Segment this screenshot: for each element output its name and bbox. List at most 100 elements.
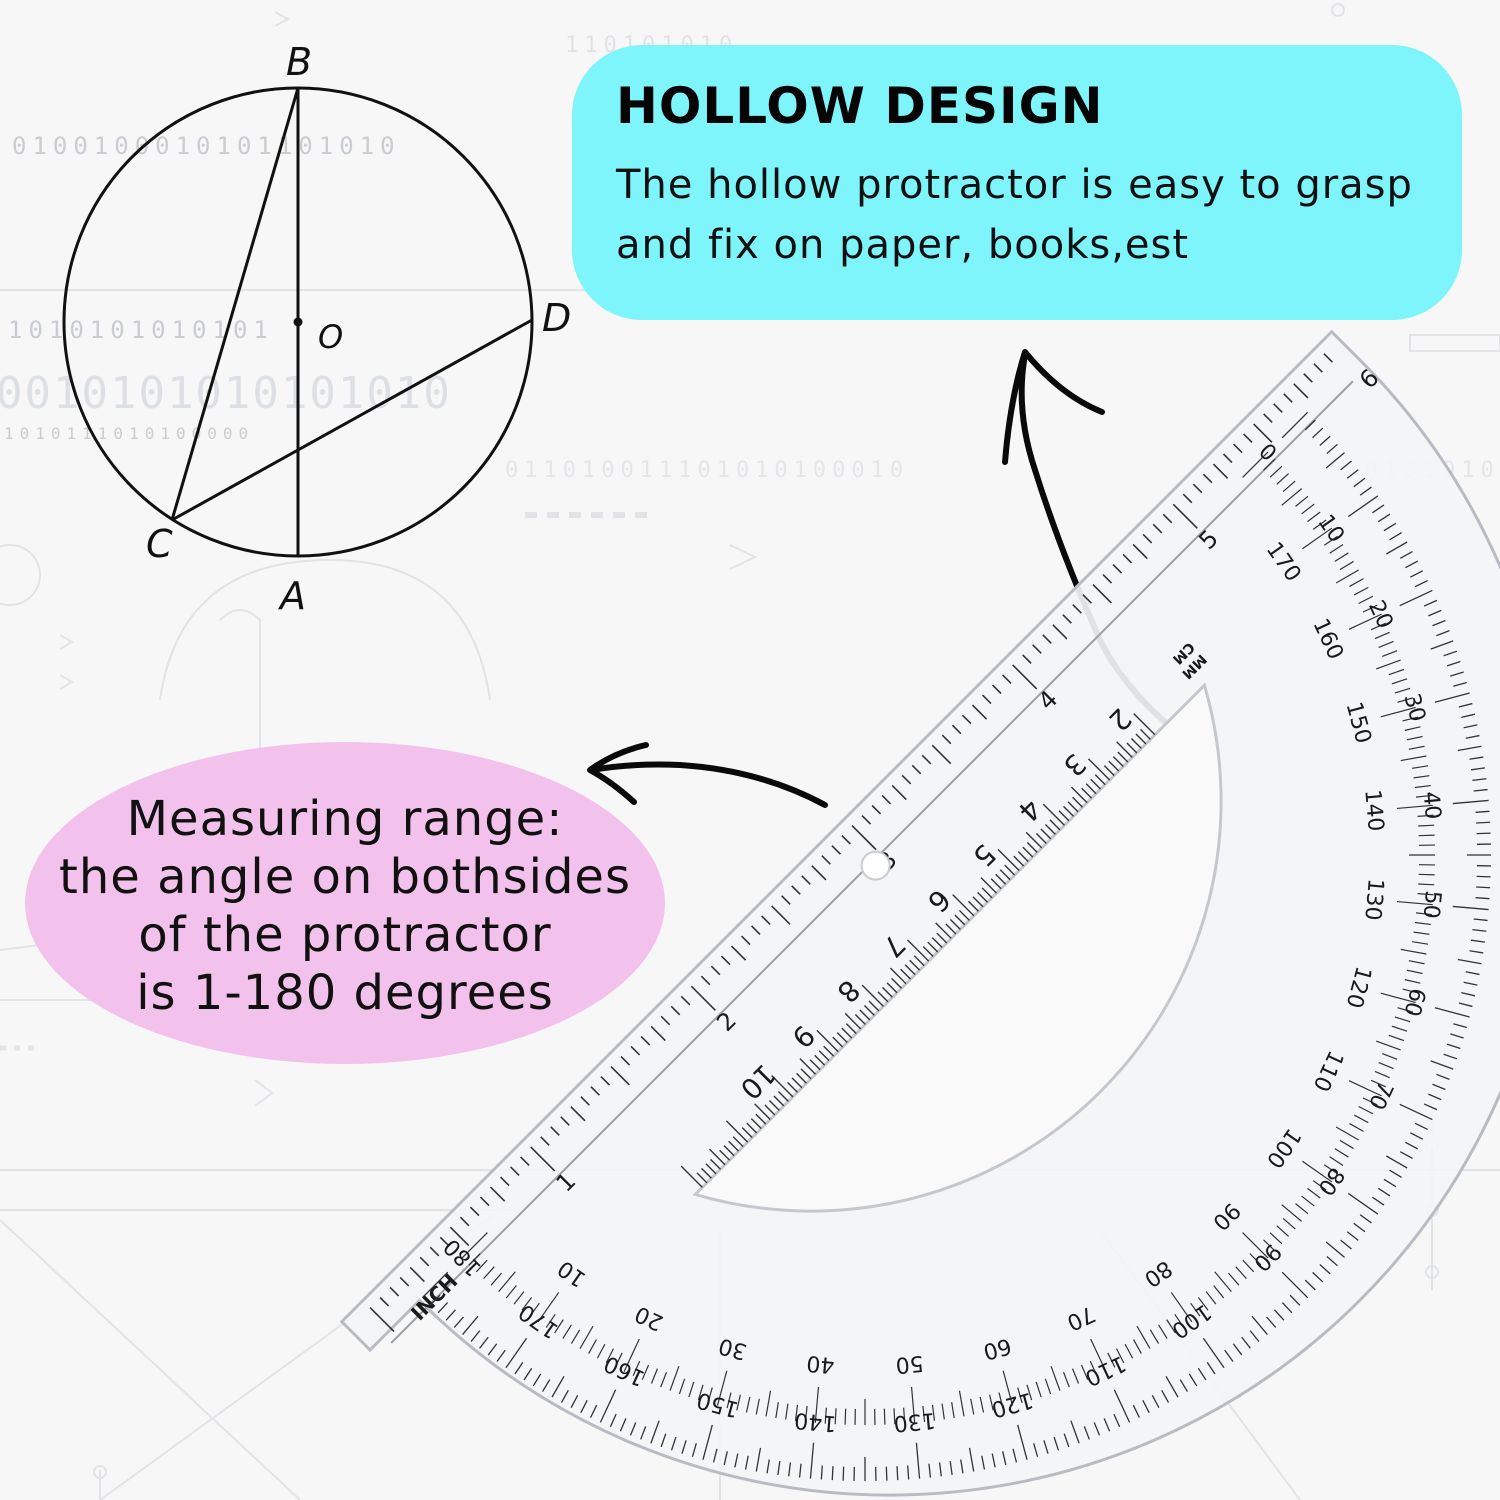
degree-number-inner: 40: [805, 1350, 835, 1377]
cm-tick: [891, 977, 902, 989]
degree-tick-outer: [1206, 1362, 1216, 1375]
degree-tick-inner: [1349, 1123, 1364, 1132]
degree-tick-outer: [437, 1302, 449, 1314]
degree-tick-outer: [1405, 1141, 1419, 1150]
degree-tick-outer: [820, 1465, 823, 1480]
degree-tick-inner: [951, 1402, 955, 1419]
inch-tick: [560, 1116, 570, 1126]
cm-tick: [1040, 828, 1052, 840]
degree-tick-outer: [1319, 435, 1331, 446]
degree-tick-outer: [949, 1460, 953, 1475]
inch-tick: [1012, 664, 1038, 690]
degree-tick-inner: [1353, 1114, 1369, 1124]
degree-tick-outer: [723, 1451, 728, 1466]
degree-tick-inner: [1417, 893, 1434, 896]
degree-tick-outer: [1453, 1023, 1467, 1029]
cm-tick: [796, 1072, 807, 1084]
inch-tick: [700, 975, 711, 986]
degree-tick-inner: [1035, 1381, 1042, 1398]
degree-tick-outer: [1450, 671, 1464, 677]
degree-tick-outer: [1197, 1367, 1207, 1381]
inch-tick: [1052, 624, 1068, 640]
inch-tick: [1202, 473, 1213, 484]
degree-tick-inner: [1418, 873, 1435, 876]
inch-tick: [881, 794, 892, 805]
inch-tick: [821, 855, 831, 865]
degree-tick-outer: [660, 1433, 667, 1448]
inch-tick: [891, 784, 907, 801]
degree-tick-inner: [1263, 1239, 1276, 1252]
degree-tick-inner: [1370, 1079, 1386, 1088]
cm-tick: [741, 1127, 753, 1139]
degree-tick-outer: [1386, 1155, 1408, 1169]
cm-tick: [771, 1075, 794, 1098]
inch-tick: [1132, 543, 1148, 560]
inch-tick: [630, 1045, 641, 1056]
inch-tick: [690, 985, 716, 1011]
degree-tick-inner: [1374, 1070, 1390, 1079]
degree-tick-inner: [1353, 586, 1369, 596]
degree-tick-outer: [1353, 1222, 1366, 1233]
degree-tick-outer: [1428, 609, 1442, 617]
degree-tick-inner: [1329, 1156, 1344, 1166]
degree-tick-outer: [1423, 1103, 1438, 1111]
cm-tick: [725, 1120, 749, 1143]
degree-tick-outer: [1386, 541, 1408, 555]
degree-tick-inner: [650, 1368, 659, 1384]
cm-tick: [754, 1103, 771, 1120]
degree-tick-inner: [785, 1403, 789, 1420]
inch-tick: [851, 825, 877, 851]
degree-tick-outer: [1289, 1294, 1301, 1306]
center-point: [293, 317, 303, 327]
inch-tick: [1222, 453, 1233, 464]
degree-tick-inner: [824, 1407, 827, 1424]
cm-tick: [1108, 760, 1120, 772]
degree-tick-inner: [1071, 1368, 1080, 1384]
cm-tick: [990, 878, 1002, 890]
degree-tick-inner: [910, 1386, 916, 1423]
degree-tick-outer: [1063, 1433, 1070, 1448]
degree-tick-outer: [1383, 1178, 1397, 1188]
cm-tick: [900, 968, 912, 980]
inch-tick: [670, 1005, 681, 1016]
degree-tick-outer: [1452, 799, 1489, 805]
degree-tick-outer: [479, 1336, 489, 1349]
degree-tick-inner: [903, 1407, 906, 1424]
cm-tick: [877, 991, 889, 1003]
measuring-range-line-4: is 1-180 degrees: [136, 965, 554, 1021]
degree-tick-outer: [496, 1349, 506, 1362]
inch-tick: [740, 935, 751, 946]
degree-tick-outer: [1428, 1093, 1442, 1101]
cm-tick: [764, 1104, 776, 1116]
degree-tick-inner: [1174, 1313, 1185, 1328]
measuring-range-line-1: Measuring range:: [126, 791, 564, 847]
cm-tick: [949, 918, 961, 930]
degree-tick-outer: [1410, 1132, 1424, 1140]
degree-tick-inner: [1269, 465, 1283, 478]
degree-tick-outer: [1432, 1083, 1446, 1091]
degree-tick-inner: [1281, 488, 1303, 506]
cm-tick: [800, 1068, 812, 1080]
degree-tick-outer: [1461, 713, 1476, 718]
cm-tick: [1087, 758, 1111, 781]
cm-tick: [1090, 778, 1102, 790]
degree-tick-outer: [1452, 905, 1489, 911]
degree-tick-inner: [1417, 814, 1434, 817]
degree-tick-inner: [1374, 631, 1390, 640]
degree-tick-outer: [1469, 756, 1484, 760]
degree-tick-inner: [554, 1319, 564, 1334]
degree-tick-outer: [1436, 1073, 1450, 1080]
protractor-hollow-window: [692, 682, 1223, 1213]
cm-tick: [732, 1136, 744, 1148]
degree-tick-outer: [1012, 1448, 1018, 1463]
inch-tick: [901, 774, 912, 785]
inch-tick: [1002, 674, 1012, 685]
inch-tick: [520, 1156, 530, 1166]
cm-tick: [1085, 783, 1097, 795]
cm-tick: [952, 894, 975, 917]
degree-tick-inner: [1269, 1232, 1283, 1245]
degree-tick-outer: [1472, 928, 1487, 932]
inch-tick: [831, 845, 841, 855]
degree-tick-outer: [1304, 419, 1316, 431]
degree-tick-inner: [1263, 458, 1276, 471]
